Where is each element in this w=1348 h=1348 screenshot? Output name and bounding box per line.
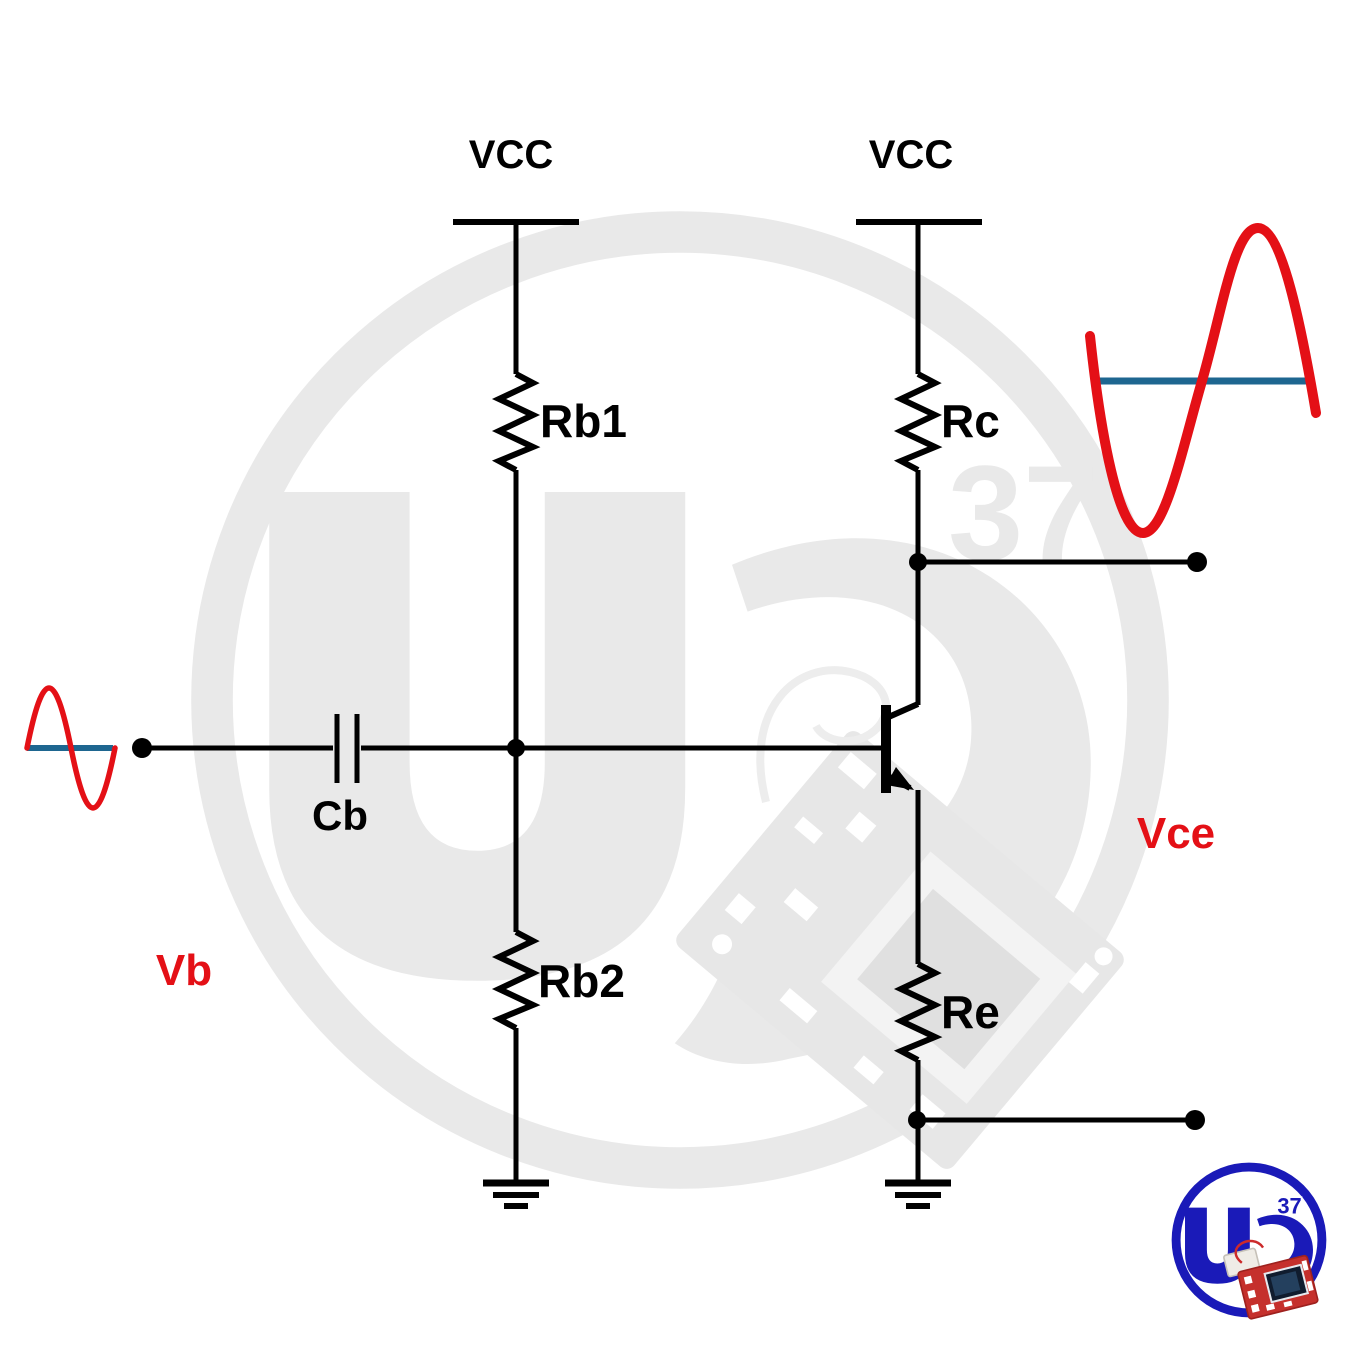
input-waveform <box>24 685 118 811</box>
watermark-pcb <box>676 731 1124 1169</box>
resistor-rc <box>893 371 943 473</box>
vcc-label-right: VCC <box>869 133 953 177</box>
output-signal-label: Vce <box>1137 809 1215 858</box>
ground-right <box>885 1179 951 1209</box>
node-collector <box>909 553 927 571</box>
node-output-bottom <box>1185 1110 1205 1130</box>
resistor-rb2 <box>491 929 541 1031</box>
watermark-ring <box>191 211 1169 1189</box>
transistor-npn <box>881 701 920 793</box>
brand-logo: 37 <box>1171 1162 1327 1320</box>
output-waveform <box>1085 222 1321 539</box>
node-base-junction <box>507 739 525 757</box>
node-output-top <box>1187 552 1207 572</box>
capacitor-cb-label: Cb <box>312 792 368 839</box>
resistor-re <box>893 961 943 1063</box>
transistor-emitter-arrow <box>886 767 914 790</box>
resistor-rb1 <box>491 371 541 473</box>
transistor-collector-lead <box>882 701 920 722</box>
vcc-label-left: VCC <box>469 133 553 177</box>
resistor-re-label: Re <box>941 986 1000 1038</box>
watermark-cable-loop <box>756 666 891 803</box>
resistor-rb1-label: Rb1 <box>540 395 627 447</box>
watermark-badge: 37 <box>948 438 1098 589</box>
logo-badge: 37 <box>1277 1193 1301 1218</box>
logo-pcb-icon <box>1223 1239 1319 1320</box>
ground-left <box>483 1179 549 1209</box>
resistor-rb2-label: Rb2 <box>538 955 625 1007</box>
circuit: VCC VCC Rb1 Rb2 Rc Cb <box>132 133 1207 1209</box>
output-sine-icon <box>1085 222 1321 539</box>
watermark-letter-u <box>269 492 686 981</box>
watermark: 37 <box>191 211 1169 1189</box>
capacitor-cb <box>334 714 360 783</box>
resistor-rc-label: Rc <box>941 395 1000 447</box>
input-sine-icon <box>24 685 118 811</box>
input-signal-label: Vb <box>156 946 212 995</box>
node-emitter <box>908 1111 926 1129</box>
